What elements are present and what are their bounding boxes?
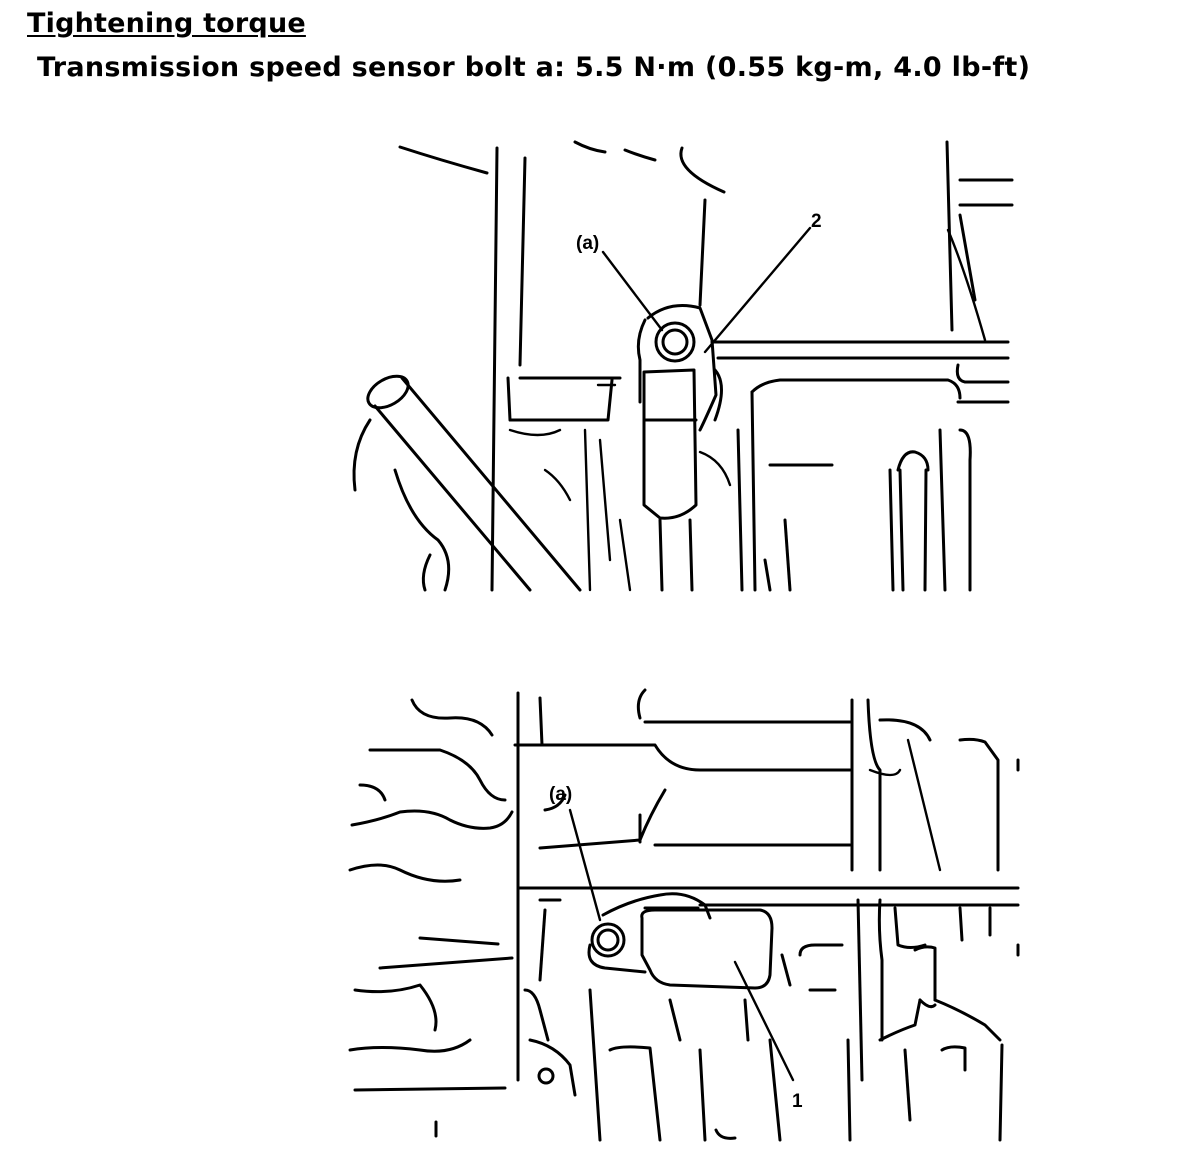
diagram-top [352, 140, 1014, 592]
diagram-bottom [348, 688, 1020, 1142]
callout-bolt-a-bottom: (a) [549, 784, 572, 805]
callout-bolt-a-top: (a) [576, 233, 599, 254]
callout-part-2: 2 [811, 211, 822, 232]
torque-spec: Transmission speed sensor bolt a: 5.5 N·… [37, 52, 1031, 83]
torque-heading: Tightening torque [27, 8, 306, 39]
callout-part-1: 1 [792, 1091, 803, 1112]
